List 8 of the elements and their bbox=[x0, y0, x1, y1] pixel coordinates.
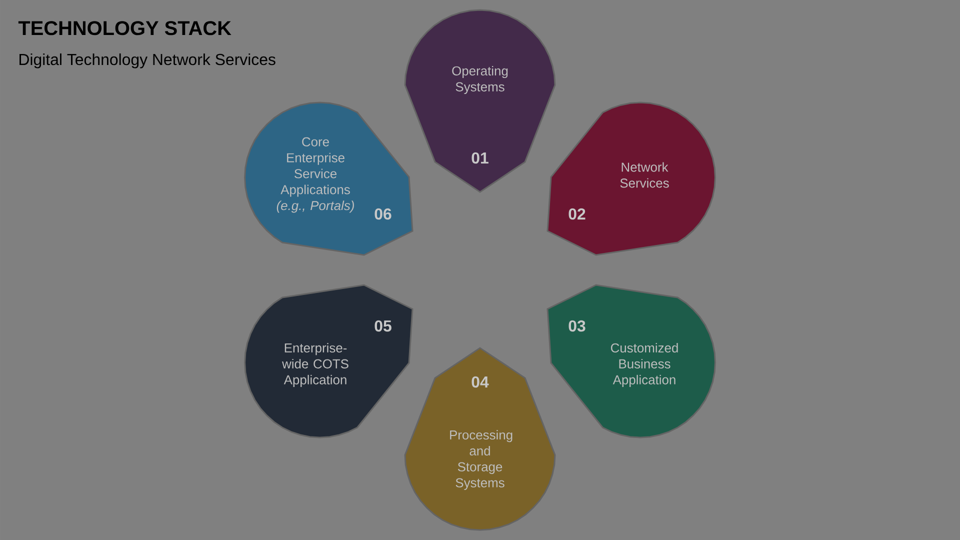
step-number: 02 bbox=[568, 208, 586, 220]
step-number: 04 bbox=[472, 376, 489, 388]
title: TECHNOLOGY STACK bbox=[18, 21, 232, 36]
step-number: 01 bbox=[472, 152, 488, 164]
step-number: 06 bbox=[374, 208, 392, 220]
subtitle: Digital Technology Network Services bbox=[20, 53, 276, 68]
step-number: 03 bbox=[568, 320, 586, 332]
step-number: 05 bbox=[374, 320, 392, 332]
